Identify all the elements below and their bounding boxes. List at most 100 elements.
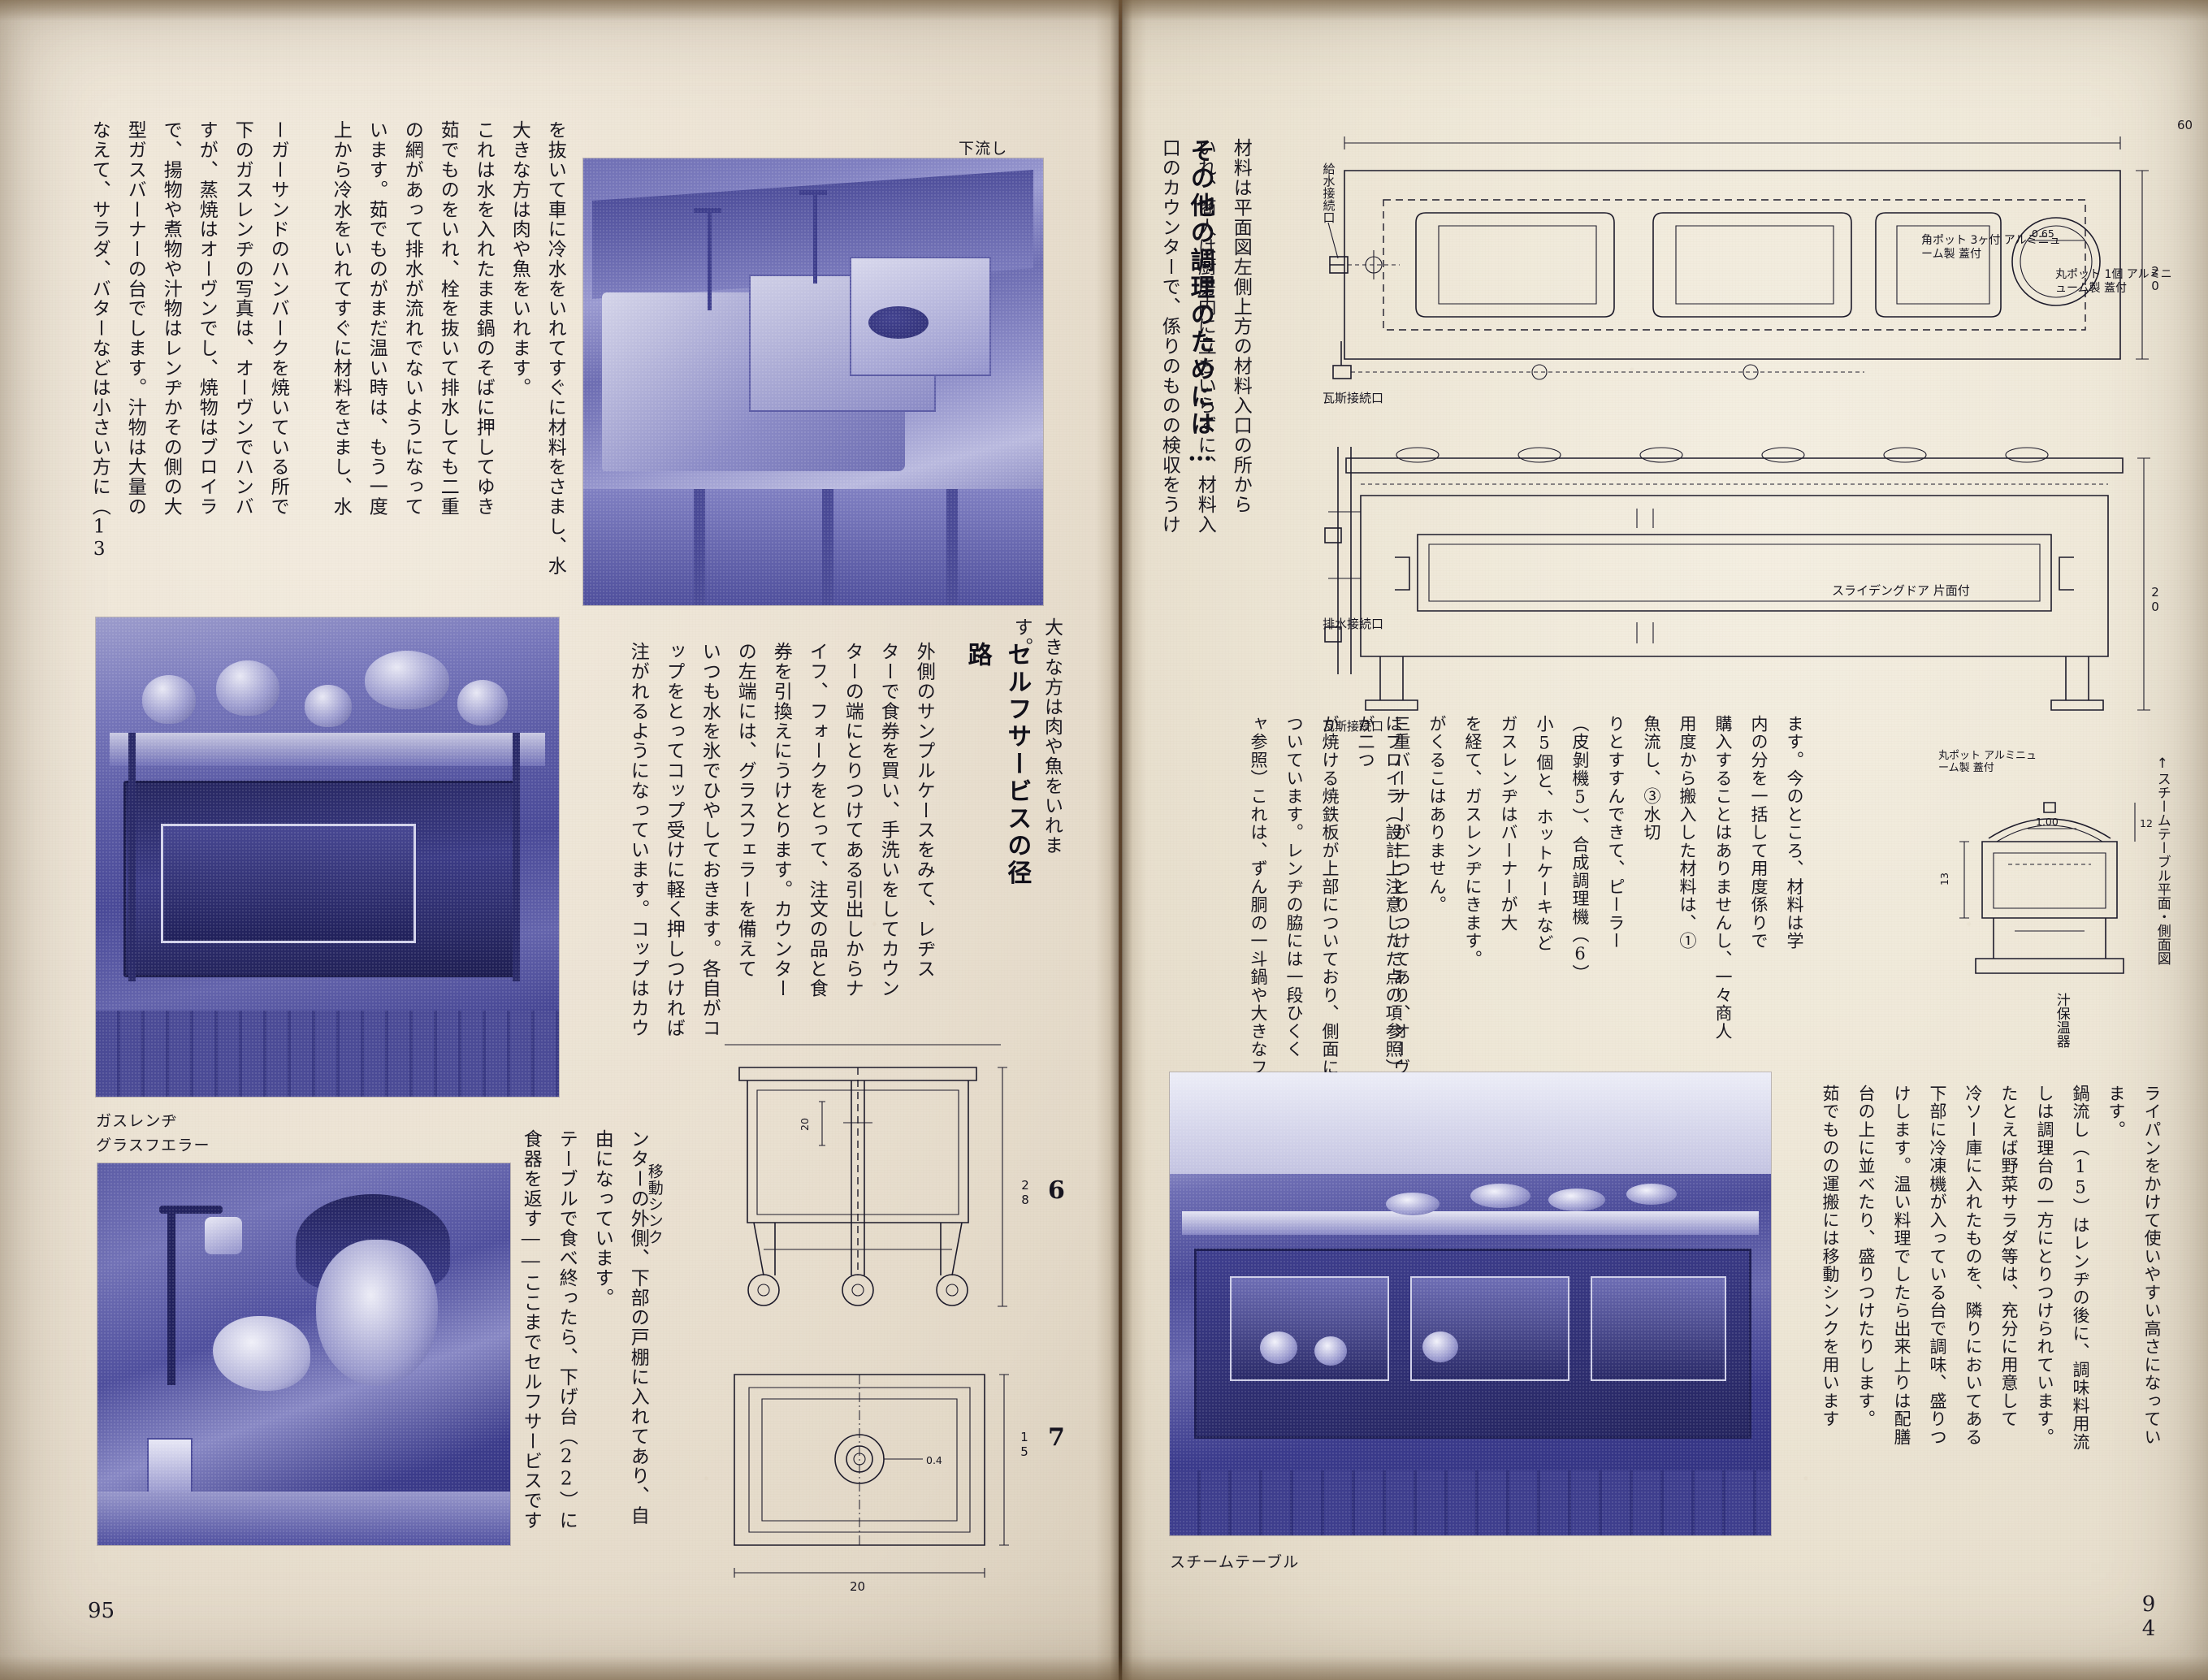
right-col-6: 冷ソー庫に入れたものを、隣りにおいてある bbox=[1963, 1085, 1984, 1447]
svg-text:12: 12 bbox=[2140, 817, 2153, 829]
drawing-steam-table-plan: 0.65 bbox=[1296, 122, 2157, 406]
book-spine bbox=[1119, 0, 1122, 1680]
scan-edge-bottom bbox=[0, 1656, 2208, 1680]
dim-plan-60: 60 bbox=[2177, 118, 2193, 132]
figure-number-6: 6 bbox=[1048, 1176, 1065, 1205]
caption-gas-range: ガスレンヂ bbox=[96, 1112, 178, 1130]
heading-self-service: セルフサービスの径路 bbox=[963, 642, 1032, 888]
svg-text:13: 13 bbox=[1940, 872, 1950, 885]
label-gas-inlet-plan: 瓦斯接続口 bbox=[1323, 391, 1384, 405]
right-col-24: が焼ける焼鉄板が上部についており、側面に bbox=[1320, 715, 1340, 1077]
svg-text:1.00: 1.00 bbox=[2036, 816, 2059, 828]
left-col-10: 茹でものをいれ、栓を抜いて排水しても二重 bbox=[437, 120, 459, 517]
photo-sink bbox=[583, 158, 1043, 605]
dim-mobile-sink-28: 28 bbox=[1018, 1178, 1033, 1207]
right-col-3: 鍋流し（15）はレンヂの後に、調味料用流 bbox=[2071, 1085, 2091, 1452]
label-water-supply-inlet: 給水接続口 bbox=[1321, 162, 1336, 223]
svg-text:0.4: 0.4 bbox=[926, 1454, 942, 1466]
left-ss-col-8: ップをとってコップ受けに軽く押しつければ bbox=[663, 642, 685, 1038]
right-intro-col-2: いれ、商人は厨房内に立ちいらずに、材料入 bbox=[1194, 138, 1216, 535]
right-col-15: 魚流し、③水切 bbox=[1642, 715, 1662, 842]
right-col-26: ャ参照）これは、ずん胴の一斗鍋や大きなフ bbox=[1249, 715, 1269, 1077]
left-ss-col-10: ンターの外側、下部の戸棚に入れてあり、自 bbox=[627, 1129, 649, 1526]
left-col-8: います。茹でものがまだ温い時は、もう一度 bbox=[366, 120, 387, 517]
right-page: その他の調理のためには… 材料は平面図左側上方の材料入口の所から いれ、商人は厨… bbox=[1121, 0, 2208, 1680]
left-ss-col-7: いつも水を氷でひやしておきます。各自がコ bbox=[699, 642, 721, 1038]
dim-plan-20: 20 bbox=[2148, 264, 2163, 293]
right-col-25: ついています。レンヂの脇には一段ひくく bbox=[1284, 715, 1305, 1059]
label-soup-warmer: 汁保温器 bbox=[2053, 993, 2070, 1048]
right-col-16: りとすすんできて、ピーラー bbox=[1606, 715, 1626, 950]
left-ss-col-12: テーブルで食べ終ったら、下げ台（22）に bbox=[556, 1129, 578, 1531]
right-col-9: 台の上に並べたり、盛りつけたりします。 bbox=[1856, 1085, 1877, 1428]
left-ss-col-6: の左端には、グラスフェラーを備えて bbox=[734, 642, 756, 979]
right-col-18: 小5個と、ホットケーキなど bbox=[1535, 715, 1555, 953]
right-col-11: ます。今のところ、材料は学 bbox=[1785, 715, 1805, 950]
drawing-steam-table-elevation bbox=[1296, 431, 2157, 723]
left-lead-line: 大きな方は肉や魚をいれます。 bbox=[1011, 617, 1063, 855]
label-mobile-sink: 移動シンク bbox=[645, 1163, 664, 1245]
left-ss-col-2: ターで食券を買い、手洗いをしてカウン bbox=[877, 642, 899, 998]
svg-text:0.65: 0.65 bbox=[2032, 227, 2054, 240]
label-square-pot: 角ポット 3ヶ付 アルミニューム製 蓋付 bbox=[1921, 234, 2061, 261]
photo-glass-filler bbox=[97, 1163, 510, 1545]
left-col-11: これは水を入れたまま鍋のそばに押してゆき bbox=[473, 120, 495, 517]
right-col-12: 内の分を一括して用度係りで bbox=[1749, 715, 1769, 950]
label-soup-warmer-pot: 丸ポット アルミニューム製 蓋付 bbox=[1938, 750, 2037, 774]
left-col-13: を抜いて車に冷水をいれてすぐに材料をさまし、水 bbox=[544, 120, 566, 576]
left-col-1: なえて、サラダ、バターなどは小さい方に（13 bbox=[89, 120, 110, 561]
caption-glass-filler: グラスフエラー bbox=[96, 1137, 210, 1154]
right-col-1: ライパンをかけて使いやすい高さになってい bbox=[2142, 1085, 2163, 1447]
dim-elev-20: 20 bbox=[2148, 585, 2163, 614]
label-round-pot: 丸ポット 1個 アルミニューム製 蓋付 bbox=[2055, 268, 2172, 295]
left-col-4: すが、蒸焼はオーヴンでし、焼物はブロイラ bbox=[196, 120, 218, 517]
left-ss-col-9: 注がれるようになっています。コップはカウ bbox=[627, 642, 649, 1038]
right-col-14: 用度から搬入した材料は、① bbox=[1678, 715, 1698, 950]
label-drain-inlet: 排水接続口 bbox=[1323, 617, 1384, 631]
drawing-mobile-sink-plan: 0.4 20 bbox=[705, 1358, 1024, 1594]
svg-text:20: 20 bbox=[850, 1579, 865, 1594]
figure-number-7: 7 bbox=[1048, 1423, 1065, 1452]
right-col-17: （皮剝機5）、合成調理機（6） bbox=[1570, 715, 1591, 983]
caption-steam-table: スチームテーブル bbox=[1170, 1553, 1300, 1571]
left-ss-col-11: 由になっています。 bbox=[591, 1129, 613, 1308]
left-col-2: 型ガスバーナーの台でします。汁物は大量の bbox=[124, 120, 146, 517]
left-page: 下流し bbox=[0, 0, 1121, 1680]
right-col-13: 購入することはありませんし、一々商人 bbox=[1713, 715, 1734, 1041]
left-ss-col-5: 券を引換えにうけとります。カウンター bbox=[770, 642, 792, 998]
left-ss-col-1: 外側のサンプルケースをみて、レヂス bbox=[913, 642, 935, 979]
left-col-6: ーガーサンドのハンバークを焼いている所で bbox=[267, 120, 289, 517]
page-number-left: 95 bbox=[88, 1599, 115, 1623]
left-ss-col-3: ターの端にとりつけてある引出しからナ bbox=[842, 642, 864, 998]
right-intro-col-3: 口のカウンターで、係りのものの検収をうけ bbox=[1158, 138, 1180, 535]
left-col-12: 大きな方は肉や魚をいれます。 bbox=[509, 120, 530, 398]
right-col-21: がくるこはありません。 bbox=[1427, 715, 1448, 914]
right-col-2: ます。 bbox=[2106, 1085, 2127, 1139]
dim-mobile-sink-15: 15 bbox=[1017, 1430, 1032, 1459]
right-col-7: 下部に冷凍機が入っている台で調味、盛りつ bbox=[1928, 1085, 1948, 1447]
svg-text:20: 20 bbox=[799, 1118, 811, 1131]
right-col-20: を経て、ガスレンヂにきます。 bbox=[1463, 715, 1483, 968]
left-ss-col-4: イフ、フォークをとって、注文の品と食 bbox=[806, 642, 828, 998]
right-col-10: 茹でものの運搬には移動シンクを用います bbox=[1821, 1085, 1841, 1428]
left-col-9: の網があって排水が流れでないようになって bbox=[401, 120, 423, 517]
caption-shitanagashi: 下流し bbox=[959, 140, 1008, 158]
label-gas-inlet-elev: 瓦斯接続口 bbox=[1323, 719, 1384, 734]
scan-edge-top bbox=[0, 0, 2208, 21]
left-ss-col-13: 食器を返す――ここまでセルフサービスです bbox=[520, 1129, 542, 1531]
right-col-4: しは調理台の一方にとりつけられています。 bbox=[2035, 1085, 2055, 1447]
heading-other-cooking: その他の調理のためには… bbox=[1185, 138, 1214, 470]
left-col-7: 上から冷水をいれてすぐに材料をさまし、水 bbox=[330, 120, 352, 517]
right-col-5: たとえば野菜サラダ等は、充分に用意して bbox=[1999, 1085, 2020, 1428]
label-sliding-door: スライデングドア 片面付 bbox=[1832, 583, 1970, 598]
drawing-soup-warmer: 1.00 13 12 bbox=[1940, 764, 2159, 999]
label-steam-table-figure: ↑スチームテーブル平面・側面図 bbox=[2154, 756, 2171, 965]
right-col-19: ガスレンヂはバーナーが大 bbox=[1499, 715, 1519, 933]
left-col-5: 下のガスレンヂの写真は、オーヴンでハンバ bbox=[232, 120, 253, 517]
right-intro-col-1: 材料は平面図左側上方の材料入口の所から bbox=[1230, 138, 1252, 515]
photo-gas-range bbox=[96, 617, 559, 1097]
drawing-mobile-sink-elevation: 20 bbox=[700, 1032, 1025, 1332]
left-col-3: で、揚物や煮物や汁物はレンヂかその側の大 bbox=[160, 120, 182, 517]
right-col-8: けします。温い料理でしたら出来上りは配膳 bbox=[1892, 1085, 1912, 1447]
